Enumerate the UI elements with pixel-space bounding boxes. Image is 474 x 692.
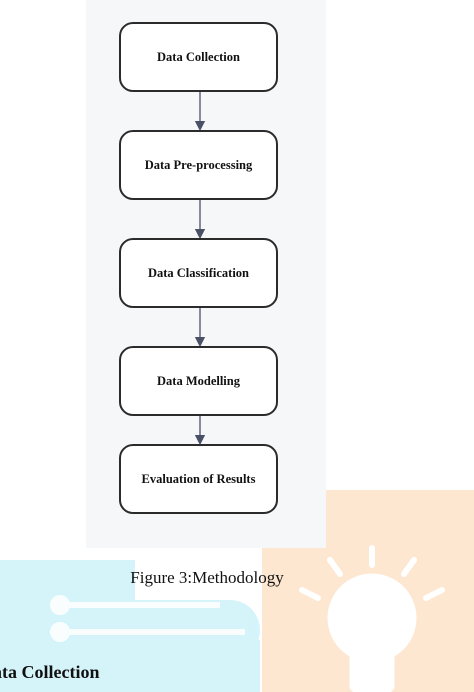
lightbulb-watermark-icon [299, 545, 445, 692]
step-data-pre-processing: Data Pre-processing [119, 130, 278, 200]
step-evaluation-of-results: Evaluation of Results [119, 444, 278, 514]
figure-caption: Figure 3:Methodology [130, 568, 284, 587]
step-label: Evaluation of Results [141, 471, 256, 486]
section-heading: ata Collection [0, 662, 100, 682]
step-label: Data Collection [157, 49, 240, 64]
step-label: Data Modelling [157, 373, 240, 388]
step-data-modelling: Data Modelling [119, 346, 278, 416]
step-label: Data Pre-processing [144, 157, 253, 172]
watermark-cyan-lines [50, 595, 245, 642]
step-data-collection: Data Collection [119, 22, 278, 92]
step-label: Data Classification [147, 265, 250, 280]
step-data-classification: Data Classification [119, 238, 278, 308]
